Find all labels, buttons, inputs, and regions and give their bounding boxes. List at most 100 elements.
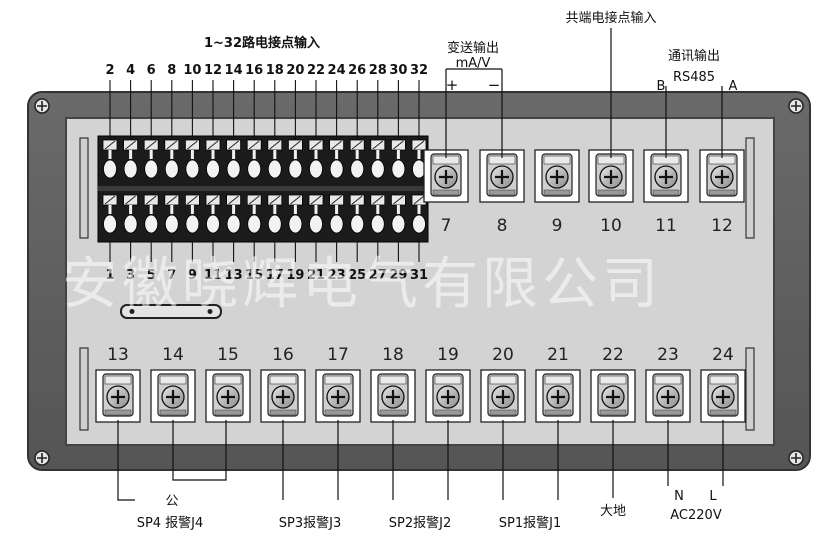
pin-terminal-even xyxy=(246,139,262,179)
screw-terminal-lower xyxy=(150,369,196,423)
transmit-unit-label: mA/V xyxy=(456,56,491,71)
screw-terminal-lower xyxy=(535,369,581,423)
lower-terminal-number: 14 xyxy=(162,345,184,365)
common-label: 公 xyxy=(165,494,178,509)
even-terminal-number: 16 xyxy=(245,63,263,78)
pin-terminal-odd xyxy=(411,194,427,234)
pin-terminal-even xyxy=(102,139,118,179)
corner-screw-icon xyxy=(34,450,50,466)
odd-terminal-number: 17 xyxy=(266,268,284,283)
odd-terminal-number: 11 xyxy=(204,268,222,283)
pin-terminal-even xyxy=(411,139,427,179)
lower-terminal-number: 15 xyxy=(217,345,239,365)
odd-terminal-number: 15 xyxy=(245,268,263,283)
side-guide xyxy=(79,347,89,431)
even-terminal-number: 32 xyxy=(410,63,428,78)
pin-terminal-even xyxy=(329,139,345,179)
even-terminal-number: 10 xyxy=(183,63,201,78)
pin-terminal-odd xyxy=(308,194,324,234)
n-label: N xyxy=(674,489,684,504)
pin-terminal-even xyxy=(308,139,324,179)
screw-terminal-upper xyxy=(479,149,525,203)
odd-terminal-number: 25 xyxy=(348,268,366,283)
screw-terminal-lower xyxy=(95,369,141,423)
odd-terminal-number: 27 xyxy=(369,268,387,283)
odd-terminal-number: 31 xyxy=(410,268,428,283)
transmit-output-label: 变送输出 xyxy=(447,40,499,56)
odd-terminal-number: 9 xyxy=(188,268,197,283)
odd-terminal-number: 5 xyxy=(147,268,156,283)
pin-terminal-odd xyxy=(143,194,159,234)
sp1-label: SP1报警J1 xyxy=(499,515,561,531)
pin-terminal-even xyxy=(205,139,221,179)
screw-terminal-lower xyxy=(480,369,526,423)
watermark: 安徽晓辉电气有限公司 xyxy=(62,252,662,317)
upper-terminal-number: 7 xyxy=(441,216,452,236)
pin-terminal-even xyxy=(164,139,180,179)
even-terminal-number: 18 xyxy=(266,63,284,78)
sp3-label: SP3报警J3 xyxy=(279,515,341,531)
pin-terminal-even xyxy=(143,139,159,179)
bottom-wiring xyxy=(117,420,724,501)
sp4-label: SP4 报警J4 xyxy=(137,515,204,531)
upper-terminal-number: 9 xyxy=(552,216,563,236)
lower-terminal-number: 24 xyxy=(712,345,734,365)
screw-terminal-lower xyxy=(645,369,691,423)
pin-terminal-odd xyxy=(329,194,345,234)
dry-contact-title: 1~32路电接点输入 xyxy=(204,35,320,51)
rs485-a-label: A xyxy=(729,79,738,94)
screw-terminal-upper xyxy=(699,149,745,203)
even-terminal-number: 30 xyxy=(389,63,407,78)
upper-terminal-number: 11 xyxy=(655,216,677,236)
odd-terminal-number: 29 xyxy=(389,268,407,283)
screw-terminal-lower xyxy=(700,369,746,423)
screw-terminal-lower xyxy=(260,369,306,423)
comm-output-label: 通讯输出 xyxy=(668,48,720,64)
even-terminal-number: 28 xyxy=(369,63,387,78)
pin-terminal-odd xyxy=(205,194,221,234)
lower-terminal-number: 18 xyxy=(382,345,404,365)
lower-terminal-number: 16 xyxy=(272,345,294,365)
pin-terminal-even xyxy=(287,139,303,179)
odd-terminal-number: 19 xyxy=(286,268,304,283)
transmit-minus: − xyxy=(488,76,501,94)
even-terminal-number: 14 xyxy=(225,63,243,78)
odd-terminal-number: 7 xyxy=(167,268,176,283)
pin-terminal-even xyxy=(184,139,200,179)
even-terminal-number: 26 xyxy=(348,63,366,78)
common-contact-label: 共端电接点输入 xyxy=(565,10,656,26)
pin-terminal-odd xyxy=(267,194,283,234)
side-guide xyxy=(745,137,755,239)
sp2-label: SP2报警J2 xyxy=(389,515,451,531)
pin-terminal-even xyxy=(267,139,283,179)
screw-terminal-lower xyxy=(370,369,416,423)
pin-terminal-odd xyxy=(390,194,406,234)
mounting-slot xyxy=(120,304,222,319)
pin-terminal-odd xyxy=(164,194,180,234)
pin-terminal-even xyxy=(226,139,242,179)
even-terminal-number: 12 xyxy=(204,63,222,78)
odd-terminal-number: 3 xyxy=(126,268,135,283)
lower-terminal-number: 19 xyxy=(437,345,459,365)
odd-terminal-number: 21 xyxy=(307,268,325,283)
pin-terminal-odd xyxy=(246,194,262,234)
screw-terminal-lower xyxy=(590,369,636,423)
lower-terminal-number: 23 xyxy=(657,345,679,365)
corner-screw-icon xyxy=(788,98,804,114)
even-terminal-number: 2 xyxy=(105,63,114,78)
odd-terminal-number: 1 xyxy=(105,268,114,283)
pin-terminal-odd xyxy=(287,194,303,234)
corner-screw-icon xyxy=(34,98,50,114)
screw-terminal-upper xyxy=(588,149,634,203)
even-terminal-number: 4 xyxy=(126,63,135,78)
screw-terminal-upper xyxy=(643,149,689,203)
lower-terminal-number: 17 xyxy=(327,345,349,365)
rs485-label: RS485 xyxy=(673,70,715,85)
even-terminal-number: 24 xyxy=(328,63,346,78)
pin-terminal-odd xyxy=(226,194,242,234)
pin-terminal-odd xyxy=(102,194,118,234)
pin-terminal-odd xyxy=(123,194,138,234)
upper-terminal-number: 10 xyxy=(600,216,622,236)
side-guide xyxy=(745,347,755,431)
